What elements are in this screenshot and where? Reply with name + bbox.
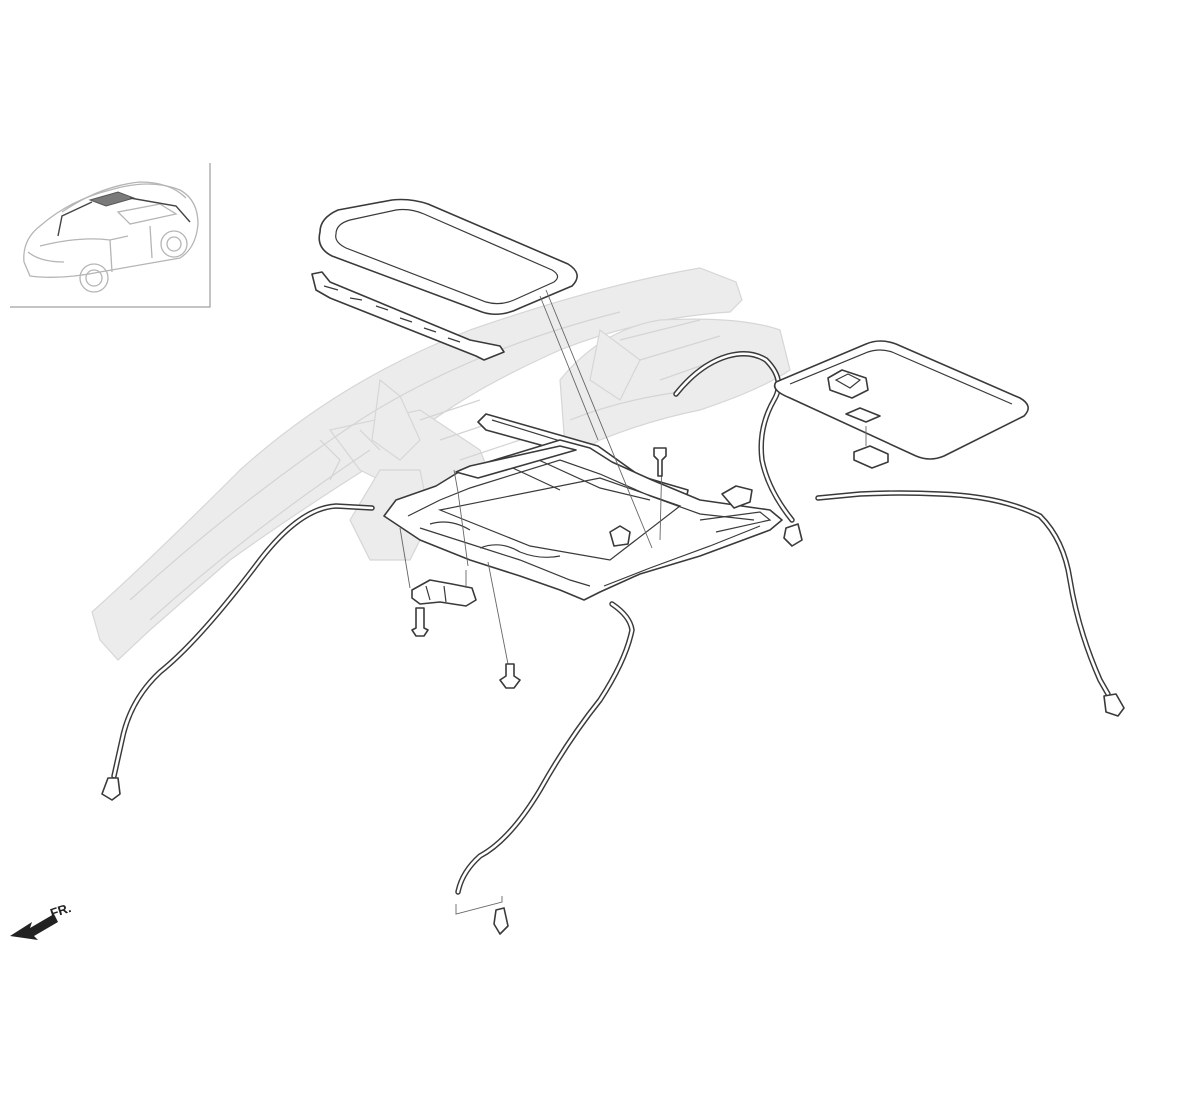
inset-car-outline <box>23 181 199 293</box>
glass-weatherstrip <box>311 271 505 361</box>
sunroof-motor <box>411 579 477 607</box>
front-direction-label: FR. <box>48 900 73 921</box>
front-left-drain-tube <box>101 503 375 801</box>
rear-right-drain-tube <box>815 490 1125 717</box>
frame-bracket-right <box>721 485 753 509</box>
front-right-drain-tube <box>455 601 635 935</box>
inset-drain-lines <box>57 197 191 237</box>
motor-bolt <box>411 607 429 637</box>
frame-grommet-center <box>609 525 631 547</box>
sunshade-handle <box>827 369 869 399</box>
frame-rear-cross-rail <box>455 445 577 479</box>
drain-tube-grommet <box>783 523 803 547</box>
sunshade-latch-slot <box>845 407 881 423</box>
sunshade-panel <box>773 340 1029 460</box>
drain-tube-end-fitting <box>101 777 121 801</box>
frame-bolt-lower <box>499 663 521 689</box>
sunroof-glass-panel <box>318 198 578 316</box>
frame-bolt-upper <box>653 447 667 477</box>
inset-frame <box>10 163 211 308</box>
rear-left-drain-tube <box>673 351 803 547</box>
front-direction-indicator: FR. <box>10 900 73 940</box>
drain-tube-end-fitting-center <box>493 907 509 935</box>
vehicle-locator-inset <box>10 163 211 308</box>
arrow-down-left-icon <box>10 914 58 940</box>
sunshade-latch-clip <box>853 445 889 469</box>
drain-tube-end-fitting-right <box>1103 693 1125 717</box>
